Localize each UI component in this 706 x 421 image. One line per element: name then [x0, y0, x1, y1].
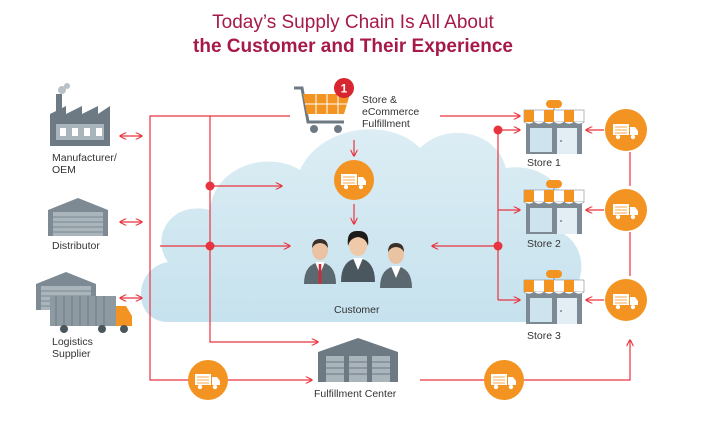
fulfillment-center-icon	[318, 338, 398, 382]
manufacturer-label-line1: Manufacturer/	[52, 152, 117, 164]
truck-icon	[484, 360, 524, 400]
store-fulfillment-label-line1: Store &	[362, 94, 398, 106]
truck-icon	[605, 189, 647, 231]
truck-icon	[188, 360, 228, 400]
store1-label: Store 1	[527, 157, 561, 169]
logistics-icon	[35, 271, 132, 333]
manufacturer-label-line2: OEM	[52, 164, 76, 176]
logistics-label-line2: Supplier	[52, 348, 91, 360]
logistics-label: Logistics Supplier	[52, 336, 93, 360]
customer-label: Customer	[334, 304, 380, 316]
store-fulfillment-label: Store & eCommerce Fulfillment	[362, 94, 419, 130]
truck-icon	[605, 109, 647, 151]
warehouse-icon	[47, 197, 109, 237]
distributor-label: Distributor	[52, 240, 100, 252]
page-title-line1: Today’s Supply Chain Is All About	[212, 12, 494, 33]
flow-arrows	[120, 116, 630, 380]
manufacturer-label: Manufacturer/ OEM	[52, 152, 117, 176]
shopping-cart-icon	[294, 86, 350, 133]
truck-icon	[605, 279, 647, 321]
factory-icon	[50, 83, 110, 146]
fulfillment-center-label: Fulfillment Center	[314, 388, 397, 400]
store2-label: Store 2	[527, 238, 561, 250]
store-fulfillment-label-line3: Fulfillment	[362, 118, 410, 130]
logistics-label-line1: Logistics	[52, 336, 93, 348]
junction-dots	[205, 125, 503, 251]
truck-icon	[334, 160, 374, 200]
customer-group-icon	[304, 230, 412, 288]
svg-text:1: 1	[341, 82, 348, 96]
cloud-background	[141, 129, 582, 322]
storefront-icon	[523, 99, 585, 155]
store-fulfillment-label-line2: eCommerce	[362, 106, 420, 118]
notification-badge: 1	[334, 78, 354, 98]
store3-label: Store 3	[527, 330, 561, 342]
page-title-line2: the Customer and Their Experience	[193, 36, 513, 57]
